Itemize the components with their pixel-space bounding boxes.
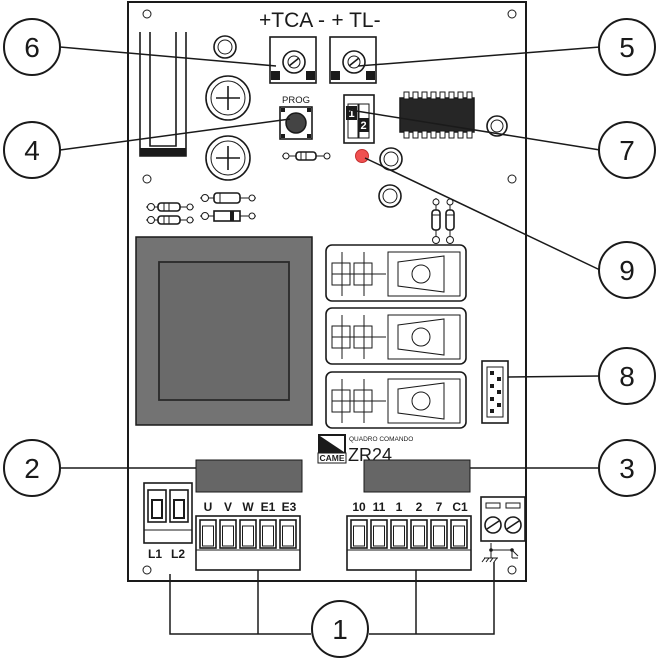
terminal-label-w: W [242, 500, 254, 514]
status-led [355, 149, 369, 163]
leader-4 [59, 118, 291, 151]
tca-trimmer [269, 36, 317, 84]
mount-hole [142, 9, 152, 19]
terminal-label-e3: E3 [282, 500, 297, 514]
jumper-block [343, 94, 375, 144]
callout-6: 6 [3, 18, 61, 76]
svg-text:5: 5 [619, 32, 635, 63]
callout-9: 9 [598, 241, 656, 299]
label-block-control [363, 459, 471, 493]
leader-lines [59, 46, 601, 635]
terminal-block-power [143, 482, 193, 544]
jumper-label-2: 2 [360, 120, 366, 132]
prog-button [279, 106, 313, 140]
relay-3 [325, 371, 467, 429]
svg-text:1: 1 [332, 614, 348, 645]
came-logo [317, 434, 347, 464]
tl-trimmer [329, 36, 377, 84]
svg-text:3: 3 [619, 453, 635, 484]
svg-text:2: 2 [24, 453, 40, 484]
leader-8 [507, 375, 601, 378]
tl-label: + TL- [331, 9, 380, 32]
relay-1 [325, 244, 467, 302]
resistor [200, 192, 256, 204]
callout-3: 3 [598, 439, 656, 497]
callout-8: 8 [598, 347, 656, 405]
antenna-terminal [480, 496, 526, 542]
terminal-label-e1: E1 [261, 500, 276, 514]
tca-label: +TCA - [259, 9, 325, 32]
ground-antenna-icon [481, 543, 519, 563]
fuse-holder-top [205, 75, 251, 121]
terminal-label-u: U [204, 500, 213, 514]
board-caption: QUADRO COMANDO [349, 436, 413, 443]
card-connector [481, 360, 509, 424]
leader-1 [369, 562, 495, 635]
terminal-label-2: 2 [416, 500, 423, 514]
terminal-label-l1: L1 [148, 547, 162, 561]
terminal-label-11: 11 [373, 500, 386, 514]
diode [200, 210, 256, 222]
leader-7 [349, 109, 601, 151]
label-block-motor [195, 459, 303, 493]
terminal-block-control [346, 515, 472, 571]
logo-text: CAME [319, 453, 344, 463]
terminal-label-1: 1 [396, 500, 403, 514]
svg-text:9: 9 [619, 255, 635, 286]
terminal-block-motor [195, 515, 301, 571]
terminal-label-c1: C1 [452, 500, 468, 514]
leader-6 [59, 46, 277, 67]
callout-4: 4 [3, 121, 61, 179]
leader-9 [364, 157, 601, 271]
ic-chip [399, 91, 475, 139]
resistor [282, 151, 331, 161]
mount-hole [507, 174, 517, 184]
resistor [146, 202, 194, 212]
callout-5: 5 [598, 18, 656, 76]
mount-hole [507, 565, 517, 575]
svg-text:7: 7 [619, 135, 635, 166]
prog-label: PROG [282, 95, 310, 106]
transformer [135, 236, 313, 426]
callout-1: 1 [311, 600, 369, 658]
terminal-label-v: V [224, 500, 232, 514]
relay-2 [325, 307, 467, 365]
mount-hole [142, 174, 152, 184]
resistor [431, 198, 441, 244]
mount-hole [507, 9, 517, 19]
jumper-label-1: 1 [348, 108, 354, 120]
terminal-label-10: 10 [352, 500, 366, 514]
svg-text:4: 4 [24, 135, 40, 166]
leader-1 [169, 574, 311, 635]
callout-7: 7 [598, 121, 656, 179]
leader-5 [357, 46, 601, 67]
svg-text:6: 6 [24, 32, 40, 63]
u-bracket [139, 32, 187, 157]
fuse-holder-bottom [205, 135, 251, 181]
callout-2: 2 [3, 439, 61, 497]
terminal-label-l2: L2 [171, 547, 185, 561]
resistor [146, 215, 194, 225]
terminal-label-7: 7 [436, 500, 443, 514]
mount-hole [142, 565, 152, 575]
svg-text:8: 8 [619, 361, 635, 392]
